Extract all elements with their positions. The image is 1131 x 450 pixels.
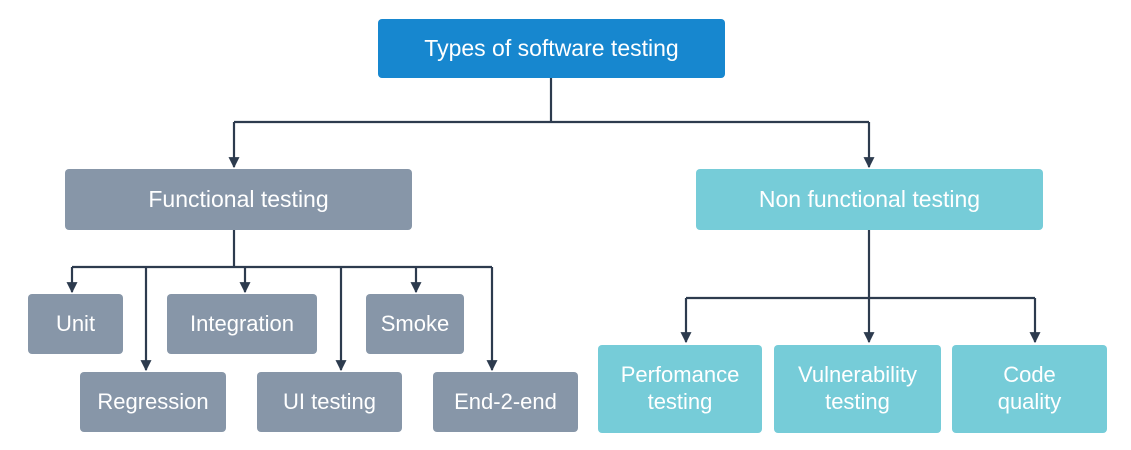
- regression-label: Regression: [97, 388, 209, 414]
- root-node: Types of software testing: [378, 19, 725, 78]
- integration-label: Integration: [190, 310, 294, 336]
- ui-testing-label: UI testing: [283, 388, 376, 414]
- performance-testing-label: Perfomance testing: [620, 362, 740, 414]
- ui-testing-node: UI testing: [257, 372, 402, 432]
- non-functional-testing-node: Non functional testing: [696, 169, 1043, 230]
- functional-testing-node: Functional testing: [65, 169, 412, 230]
- vulnerability-testing-node: Vulnerability testing: [774, 345, 941, 433]
- smoke-node: Smoke: [366, 294, 464, 354]
- unit-label: Unit: [55, 310, 96, 336]
- end-2-end-node: End-2-end: [433, 372, 578, 432]
- code-quality-node: Code quality: [952, 345, 1107, 433]
- integration-node: Integration: [167, 294, 317, 354]
- functional-testing-label: Functional testing: [148, 186, 329, 213]
- unit-node: Unit: [28, 294, 123, 354]
- vulnerability-testing-label: Vulnerability testing: [797, 362, 918, 414]
- root-node-label: Types of software testing: [424, 35, 679, 62]
- end-2-end-label: End-2-end: [454, 388, 557, 414]
- code-quality-label: Code quality: [997, 362, 1062, 414]
- smoke-label: Smoke: [380, 310, 450, 336]
- regression-node: Regression: [80, 372, 226, 432]
- performance-testing-node: Perfomance testing: [598, 345, 762, 433]
- non-functional-testing-label: Non functional testing: [758, 186, 981, 213]
